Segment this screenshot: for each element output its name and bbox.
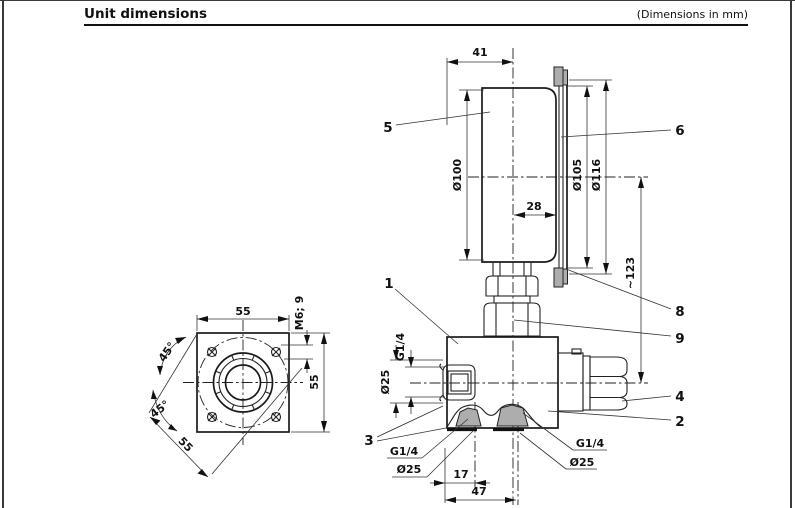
front-view: 55 55 M6; 9 [148, 296, 330, 478]
dim-port-center-label: 47 [471, 485, 486, 498]
dim-thread-spec: M6; 9 [281, 296, 313, 373]
callout-9: 9 [675, 331, 684, 347]
bottom-left-thread-label: G1/4 [390, 445, 419, 458]
lower-hex-nut [483, 302, 541, 337]
thread-spec-label: M6; 9 [293, 296, 306, 330]
dim-depth-label: 41 [472, 46, 487, 59]
gauge-case [481, 87, 557, 263]
bottom-right-dia-label: Ø25 [570, 456, 595, 469]
mounting-holes [206, 346, 282, 423]
dim-window: 28 [514, 200, 556, 218]
callout-8: 8 [675, 304, 684, 320]
units-note: (Dimensions in mm) [636, 8, 748, 21]
callout-3: 3 [364, 433, 373, 449]
dim-window-label: 28 [526, 200, 541, 213]
callout-6: 6 [675, 123, 684, 139]
page-title: Unit dimensions [84, 6, 208, 22]
knob-outline [589, 356, 628, 411]
side-port-thread-label: G1/4 [394, 332, 407, 361]
side-port [439, 363, 476, 402]
bottom-right-thread-label: G1/4 [576, 437, 605, 450]
dim-side-port: G1/4 Ø25 [379, 332, 445, 418]
dial-dia-label: Ø100 [451, 158, 464, 191]
dim-bezel: Ø105 [567, 85, 593, 269]
gauge-opening-bore [224, 364, 262, 401]
bottom-left-dia-label: Ø25 [397, 463, 422, 476]
overall-height-label: ~123 [624, 257, 637, 289]
callout-leaders [376, 111, 672, 442]
dim-dial: Ø100 [451, 89, 484, 261]
angle-lower-label: 45° [148, 398, 172, 421]
callout-5: 5 [383, 120, 392, 136]
front-ring-dia-label: Ø116 [590, 158, 603, 191]
bottom-port-labels: G1/4 Ø25 G1/4 Ø25 [387, 412, 607, 478]
gauge-opening-mid [218, 357, 268, 408]
dim-height-label: 55 [308, 374, 321, 389]
page-border-right [790, 0, 792, 508]
dim-depth: 41 [446, 46, 513, 125]
dim-height: 55 [291, 332, 330, 433]
bracket-tab-top [553, 66, 564, 87]
bezel-dia-label: Ø105 [571, 159, 584, 191]
bottom-ports [446, 403, 542, 432]
callout-1: 1 [384, 276, 393, 292]
callout-2: 2 [675, 414, 684, 430]
callout-4: 4 [675, 389, 684, 405]
page-border-top [0, 0, 795, 1]
ring-lugs [215, 354, 271, 411]
page-border-left [2, 0, 4, 508]
gauge-opening-outer [212, 352, 274, 413]
angle-upper-label: 45° [156, 340, 179, 365]
header-rule [84, 24, 748, 26]
hand-knob [557, 348, 628, 412]
dim-port-offset-label: 17 [453, 468, 468, 481]
dim-front-ring: Ø116 [569, 79, 612, 275]
dim-diagonal-label: 55 [176, 435, 196, 455]
side-port-dia-label: Ø25 [379, 370, 392, 395]
dim-overall-height: ~123 [624, 177, 644, 383]
dim-width: 55 [196, 305, 290, 331]
bolt-circle [197, 337, 289, 428]
dim-bottom: 17 47 [430, 448, 516, 503]
upper-hex-nut [485, 275, 539, 297]
side-view: 41 Ø100 Ø105 [364, 46, 685, 505]
bezel-bracket [553, 66, 568, 288]
bracket-tab-bottom [553, 267, 564, 288]
dim-width-label: 55 [235, 305, 250, 318]
connection-nut-stack [483, 261, 541, 337]
